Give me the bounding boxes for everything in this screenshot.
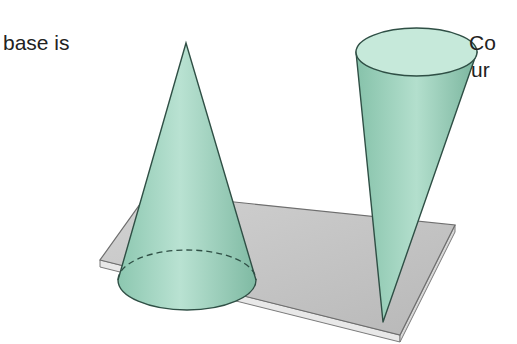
caption-text: Co: [469, 30, 496, 55]
caption-text: ur: [471, 57, 490, 82]
upright-cone: [118, 43, 256, 310]
inverted-cone: [356, 28, 477, 322]
caption-text: base is: [3, 30, 70, 55]
